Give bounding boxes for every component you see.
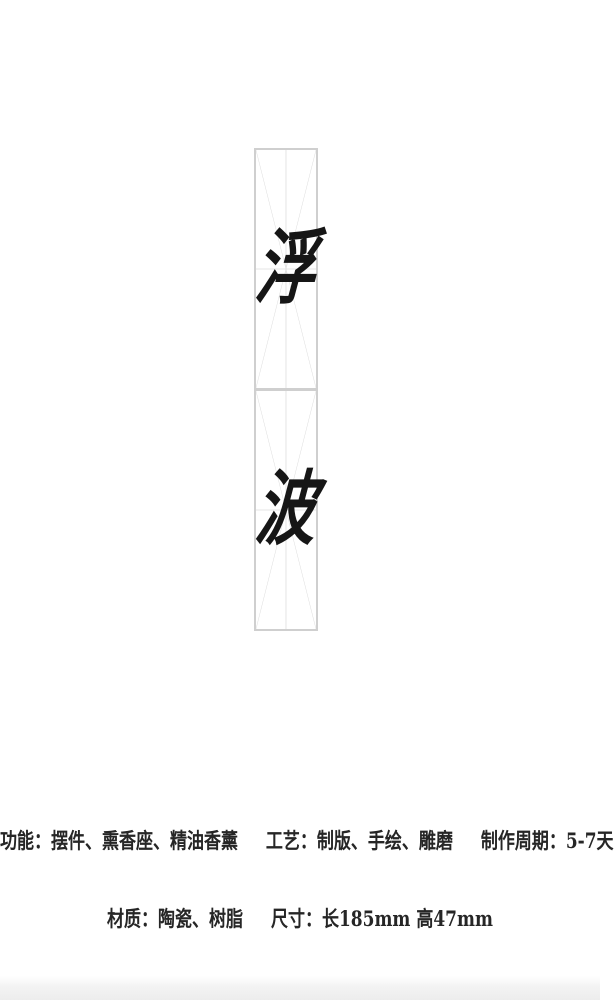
- grid-guide-lines: [255, 149, 317, 389]
- title-calligraphy-grid: 浮 波: [252, 148, 320, 631]
- spec-craft: 工艺：制版、手绘、雕磨: [265, 829, 453, 855]
- spec-production-cycle: 制作周期：5-7天: [480, 829, 614, 855]
- calligraphy-cell: 波: [252, 389, 320, 631]
- bottom-blur-strip: [0, 976, 600, 1000]
- spec-dimensions: 尺寸：长185mm 高47mm: [270, 907, 493, 933]
- grid-guide-lines: [255, 390, 317, 630]
- specs-line-2: 材质：陶瓷、树脂 尺寸：长185mm 高47mm: [0, 901, 600, 932]
- specs-line-1: 功能：摆件、熏香座、精油香薰 工艺：制版、手绘、雕磨 制作周期：5-7天: [0, 823, 614, 855]
- spec-function: 功能：摆件、熏香座、精油香薰: [0, 829, 238, 855]
- spec-material: 材质：陶瓷、树脂: [107, 907, 244, 933]
